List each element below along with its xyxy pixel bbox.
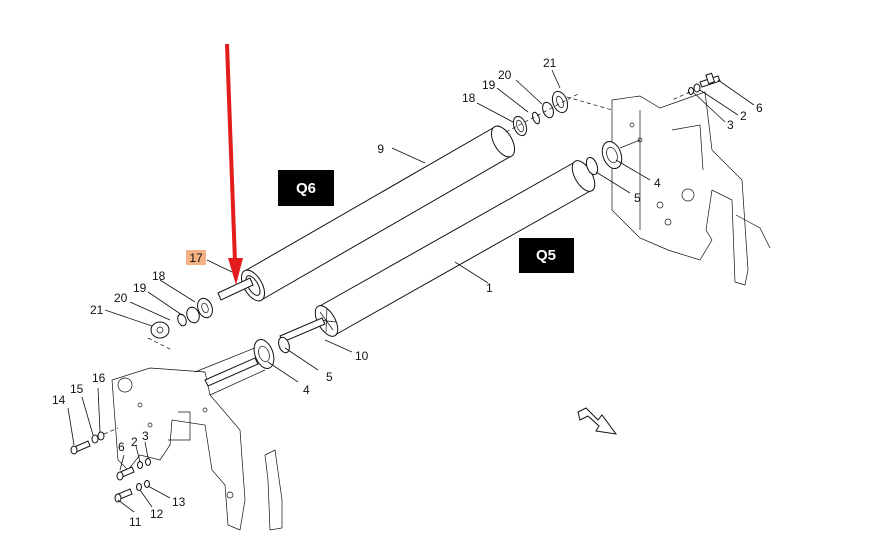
- upper-roller-9: [217, 125, 516, 302]
- callout-3-left: 3: [142, 429, 149, 443]
- callout-20-right: 20: [498, 68, 512, 82]
- callout-4-left: 4: [303, 383, 310, 397]
- callout-5-right: 5: [634, 191, 641, 205]
- tag-q5: Q5: [519, 238, 574, 273]
- callout-6-left: 6: [118, 440, 125, 454]
- callout-2-right: 2: [740, 109, 747, 123]
- callout-17: 17: [189, 251, 203, 265]
- callout-15: 15: [70, 382, 84, 396]
- callout-2-left: 2: [131, 435, 138, 449]
- left-bolts: [70, 427, 151, 503]
- tag-q6: Q6: [278, 170, 334, 206]
- callout-10: 10: [355, 349, 369, 363]
- right-bearing-4-5: [585, 139, 641, 176]
- highlight-17: [186, 250, 206, 265]
- callout-19-right: 19: [482, 78, 496, 92]
- direction-arrow: [577, 407, 618, 435]
- upper-right-bearing-stack: [505, 90, 579, 137]
- callout-14: 14: [52, 393, 66, 407]
- callout-6-right: 6: [756, 101, 763, 115]
- callout-5-left: 5: [326, 370, 333, 384]
- callout-21-left: 21: [90, 303, 104, 317]
- left-bearing-stack: [150, 297, 213, 339]
- lower-roller-1: [279, 160, 596, 343]
- leader-lines: [67, 69, 755, 513]
- svg-text:Q5: Q5: [536, 247, 556, 264]
- svg-text:Q6: Q6: [296, 180, 316, 197]
- upper-right-bolt: [671, 72, 721, 101]
- left-frame-plate: [111, 337, 283, 531]
- callout-21-right: 21: [543, 56, 557, 70]
- callout-labels: 9 1 10 4 5 17 18 19 20 21 18 19 20 21 4 …: [52, 56, 763, 529]
- callout-4-right: 4: [654, 176, 661, 190]
- callout-1: 1: [486, 281, 493, 295]
- left-bearing-4-5: [204, 336, 290, 387]
- callout-20-left: 20: [114, 291, 128, 305]
- red-indicator-arrow: [225, 43, 243, 285]
- callout-18-left: 18: [152, 269, 166, 283]
- callout-19-left: 19: [133, 281, 147, 295]
- callout-13: 13: [172, 495, 186, 509]
- callout-18-right: 18: [462, 91, 476, 105]
- callout-12: 12: [150, 507, 164, 521]
- callout-3-right: 3: [727, 118, 734, 132]
- right-frame-plate: [559, 91, 771, 286]
- callout-11: 11: [129, 515, 142, 529]
- callout-9: 9: [377, 142, 384, 156]
- callout-16: 16: [92, 371, 106, 385]
